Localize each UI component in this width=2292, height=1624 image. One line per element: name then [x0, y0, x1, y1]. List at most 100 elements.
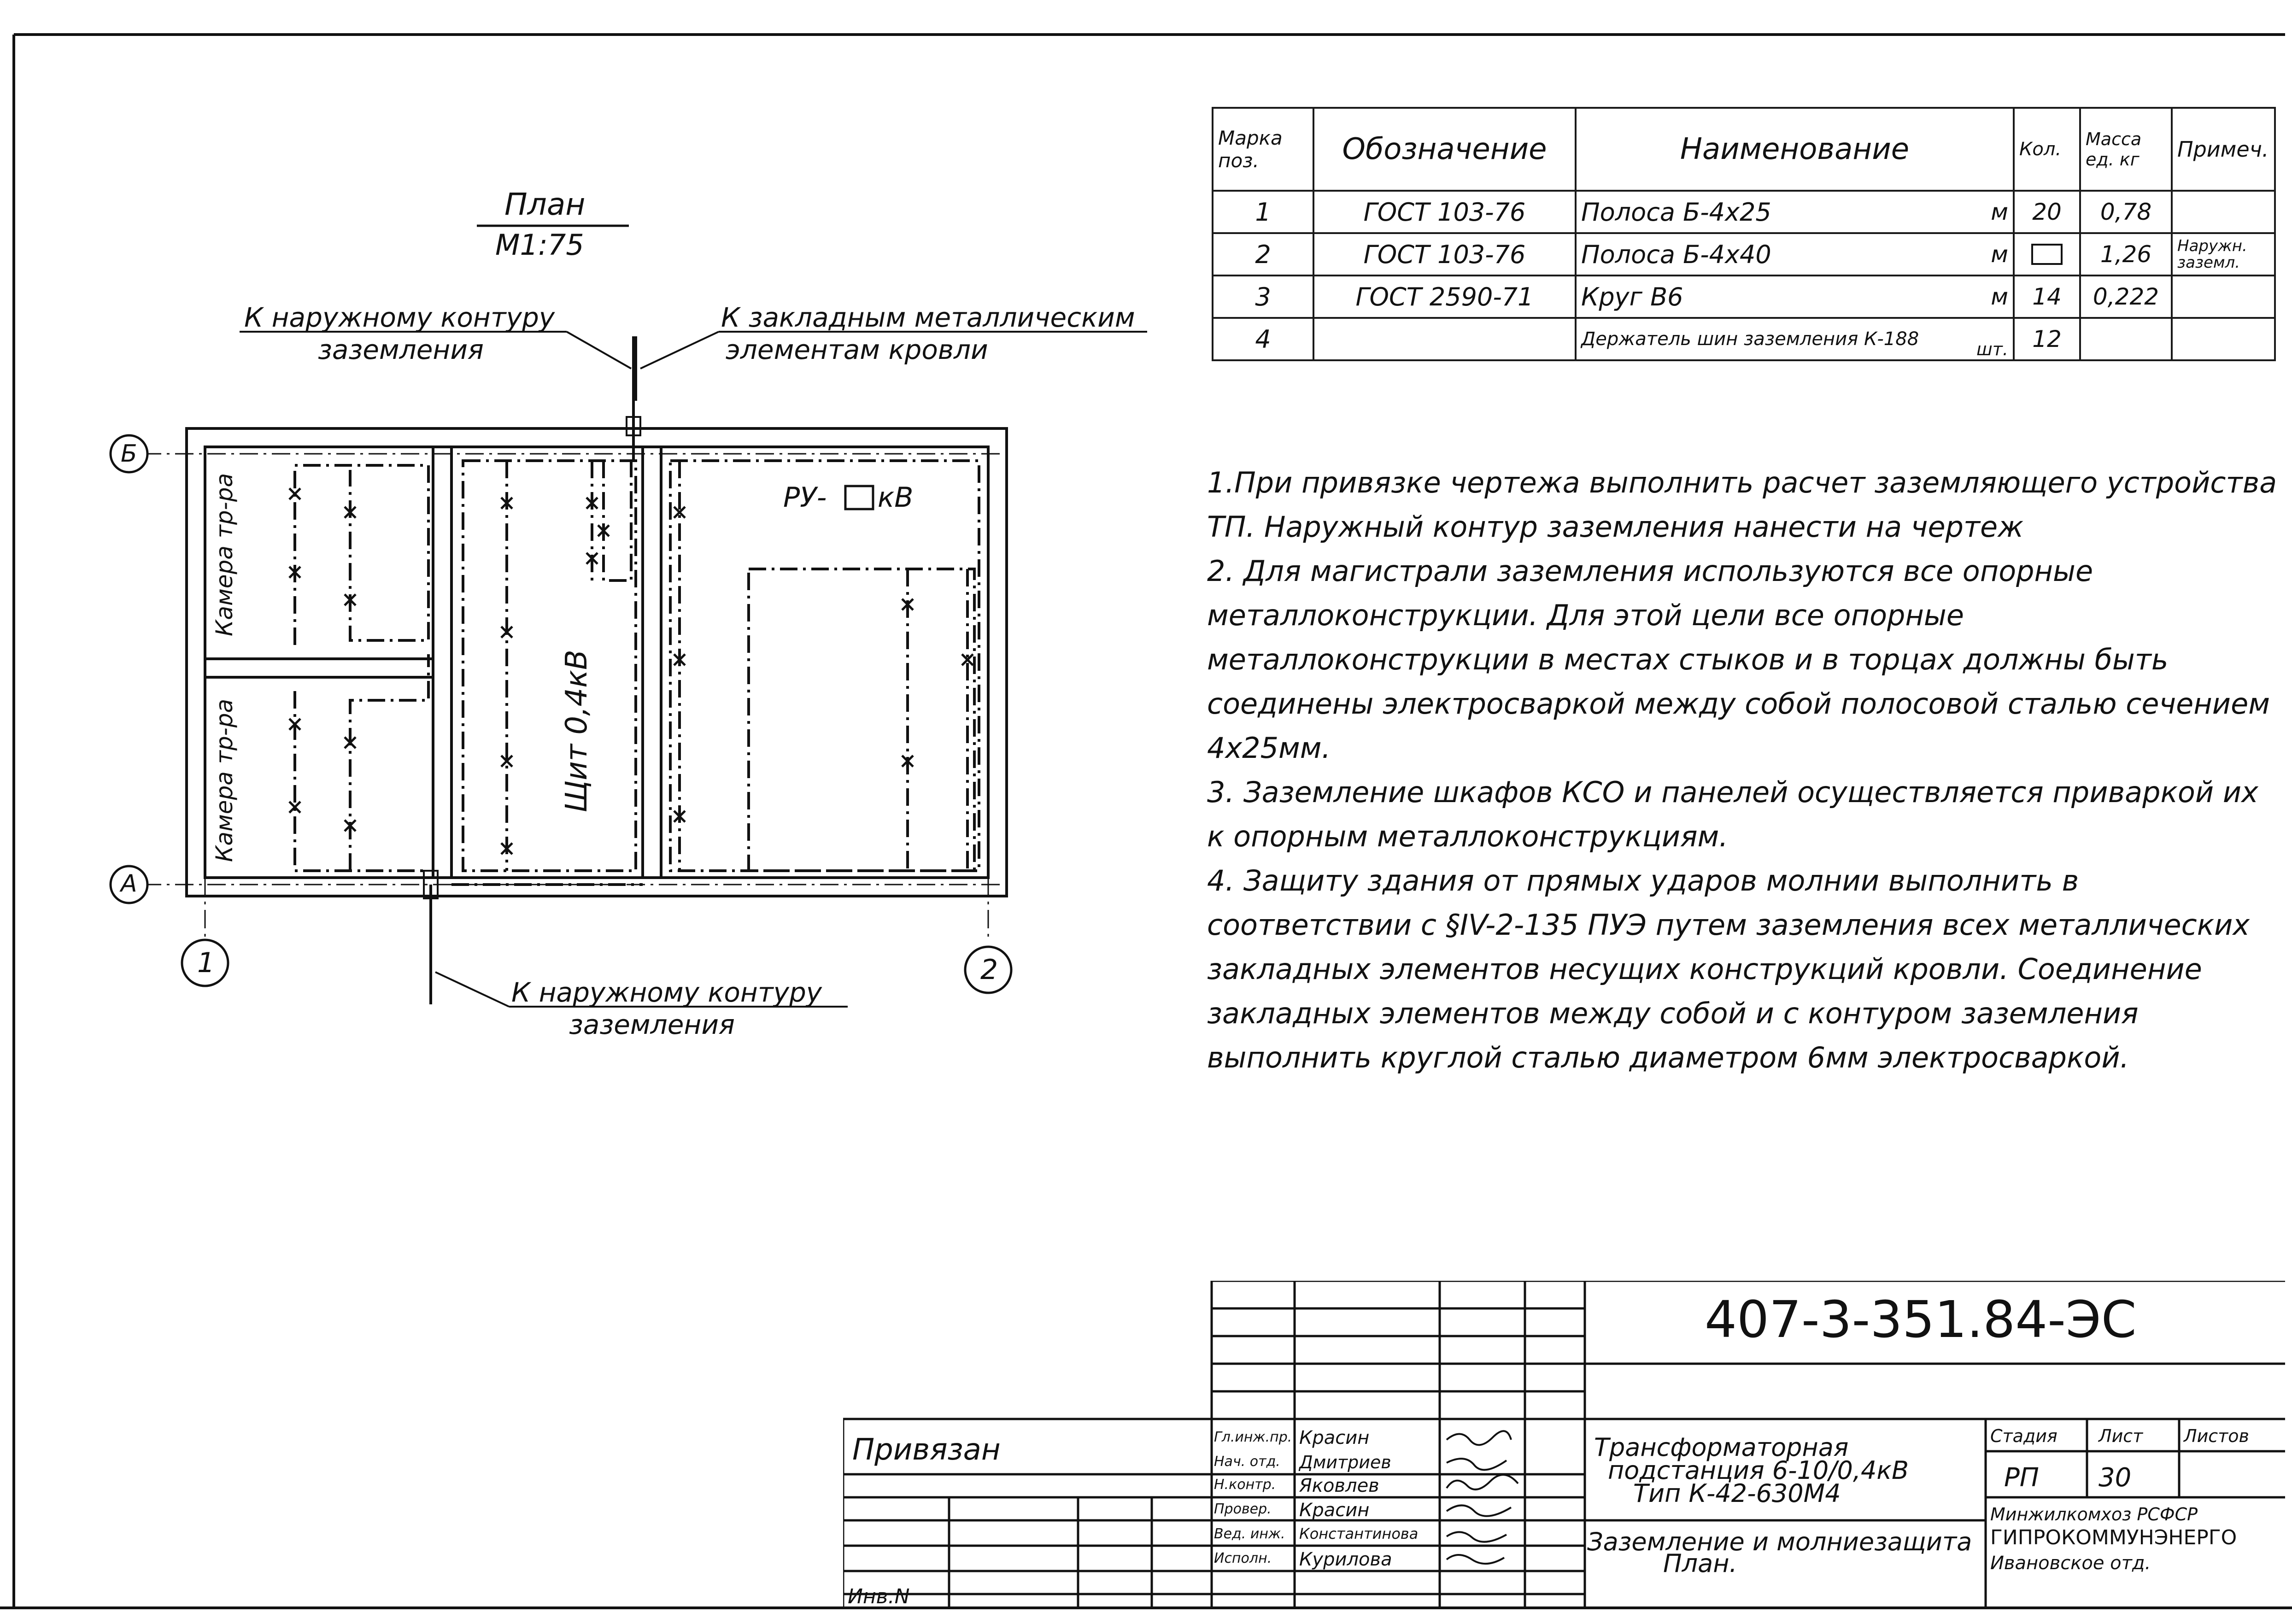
spec-mass [2079, 317, 2173, 361]
name-executed: Курилова [1299, 1549, 1392, 1570]
specification-table: Марка поз. Обозначение Наименование Кол.… [1212, 107, 2276, 361]
qty-empty-box [2031, 244, 2063, 265]
header-mass: Масса ед. кг [2079, 107, 2173, 192]
spec-qty: 14 [2013, 275, 2081, 319]
organization-1: Минжилкомхоз РСФСР [1990, 1504, 2198, 1524]
header-name: Наименование [1575, 107, 2015, 192]
spec-name: Полоса Б-4х25 [1575, 190, 1972, 234]
project-name-3: Тип К-42-630М4 [1633, 1479, 1841, 1508]
sheets-label: Листов [2184, 1426, 2249, 1446]
role-norm-control: Н.контр. [1214, 1477, 1276, 1493]
role-checked: Провер. [1214, 1501, 1272, 1517]
note-1: 1.При привязке чертежа выполнить расчет … [1207, 466, 2277, 544]
bus-holders [288, 487, 974, 855]
room-transformer-chamber-2: Камера тр-ра [211, 698, 238, 862]
sheet-frame [0, 33, 2292, 1609]
role-dept-head: Нач. отд. [1214, 1454, 1280, 1470]
axis-label-2: 2 [980, 954, 998, 986]
name-chief-engineer: Красин [1299, 1427, 1370, 1448]
spec-pos: 3 [1212, 275, 1314, 319]
plan-scale: М1:75 [495, 228, 584, 262]
spec-qty: 20 [2013, 190, 2081, 234]
ru-voltage-box [844, 485, 874, 510]
header-note: Примеч. [2171, 107, 2276, 192]
room-switchgear-suffix: кВ [878, 481, 914, 514]
grounding-bus [293, 459, 980, 886]
spec-note: Наружн. заземл. [2171, 232, 2276, 276]
sheet-value: 30 [2099, 1463, 2132, 1493]
spec-name: Полоса Б-4х40 [1575, 232, 1972, 276]
spec-note [2171, 275, 2276, 319]
label-outer-contour-top-1: К наружному контуру [244, 302, 555, 333]
organization-3: Ивановское отд. [1990, 1553, 2151, 1574]
attached-label: Привязан [852, 1433, 1001, 1467]
spec-unit: шт. [1972, 317, 2015, 361]
role-chief-engineer: Гл.инж.пр. [1214, 1429, 1292, 1445]
label-outer-contour-bottom-2: заземления [569, 1009, 735, 1040]
spec-code: ГОСТ 103-76 [1313, 232, 1577, 276]
spec-row-3: 3 ГОСТ 2590-71 Круг В6 м 14 0,222 [1212, 275, 2276, 319]
spec-name: Держатель шин заземления К-188 [1575, 317, 1972, 361]
label-outer-contour-top-2: заземления [318, 334, 484, 365]
header-code: Обозначение [1313, 107, 1577, 192]
name-dept-head: Дмитриев [1299, 1452, 1391, 1472]
note-3: 3. Заземление шкафов КСО и панелей осуще… [1207, 775, 2258, 853]
spec-unit: м [1972, 232, 2015, 276]
room-switchgear-prefix: РУ- [783, 481, 827, 514]
role-executed: Исполн. [1214, 1550, 1272, 1566]
spec-code: ГОСТ 2590-71 [1313, 275, 1577, 319]
spec-pos: 4 [1212, 317, 1314, 361]
spec-note [2171, 317, 2276, 361]
spec-code [1313, 317, 1577, 361]
axis-bubbles [109, 434, 1013, 994]
spec-row-2: 2 ГОСТ 103-76 Полоса Б-4х40 м 1,26 Наруж… [1212, 232, 2276, 276]
signatures [1446, 1430, 1519, 1565]
header-quantity: Кол. [2013, 107, 2081, 192]
room-transformer-chamber-1: Камера тр-ра [211, 473, 238, 637]
spec-row-1: 1 ГОСТ 103-76 Полоса Б-4х25 м 20 0,78 [1212, 190, 2276, 234]
spec-qty-box [2013, 232, 2081, 276]
note-2: 2. Для магистрали заземления используютс… [1207, 554, 2270, 765]
spec-mass: 0,78 [2079, 190, 2173, 234]
inventory-label: Инв.N [848, 1585, 910, 1608]
spec-mass: 1,26 [2079, 232, 2173, 276]
building-walls [185, 427, 1008, 897]
label-roof-elements-1: К закладным металлическим [721, 302, 1135, 333]
sheet-title-1: Заземление и молниезащита [1587, 1527, 1972, 1556]
spec-code: ГОСТ 103-76 [1313, 190, 1577, 234]
axis-label-a: А [121, 870, 137, 897]
organization-2: ГИПРОКОММУНЭНЕРГО [1990, 1526, 2237, 1549]
sheet-label: Лист [2099, 1426, 2143, 1446]
stage-value: РП [2004, 1463, 2039, 1493]
axis-label-b: Б [121, 440, 137, 468]
name-checked: Красин [1299, 1500, 1370, 1521]
spec-qty: 12 [2013, 317, 2081, 361]
title-block-grid [843, 1281, 2285, 1608]
spec-unit: м [1972, 190, 2015, 234]
project-name-2: подстанция 6-10/0,4кВ [1608, 1456, 1909, 1485]
label-outer-contour-bottom-1: К наружному контуру [511, 977, 822, 1008]
name-lead-engineer: Константинова [1299, 1525, 1419, 1542]
spec-note [2171, 190, 2276, 234]
leader-lines [240, 331, 1147, 1008]
spec-unit: м [1972, 275, 2015, 319]
stage-label: Стадия [1990, 1426, 2058, 1446]
role-lead-engineer: Вед. инж. [1214, 1526, 1285, 1542]
spec-pos: 2 [1212, 232, 1314, 276]
room-lv-panel: Щит 0,4кВ [559, 650, 594, 813]
spec-pos: 1 [1212, 190, 1314, 234]
document-code: 407-3-351.84-ЭС [1705, 1290, 2137, 1349]
plan-title: План [504, 187, 586, 222]
name-norm-control: Яковлев [1299, 1475, 1379, 1496]
sheet-title-2: План. [1663, 1549, 1737, 1578]
note-4: 4. Защиту здания от прямых ударов молнии… [1207, 864, 2250, 1074]
grounding-leads [423, 336, 641, 1004]
axis-label-1: 1 [197, 947, 215, 979]
spec-row-4: 4 Держатель шин заземления К-188 шт. 12 [1212, 317, 2276, 361]
label-roof-elements-2: элементам кровли [726, 334, 988, 365]
spec-mass: 0,222 [2079, 275, 2173, 319]
project-name-1: Трансформаторная [1594, 1433, 1849, 1462]
notes-block: 1.При привязке чертежа выполнить расчет … [1207, 461, 2280, 1080]
spec-name: Круг В6 [1575, 275, 1972, 319]
